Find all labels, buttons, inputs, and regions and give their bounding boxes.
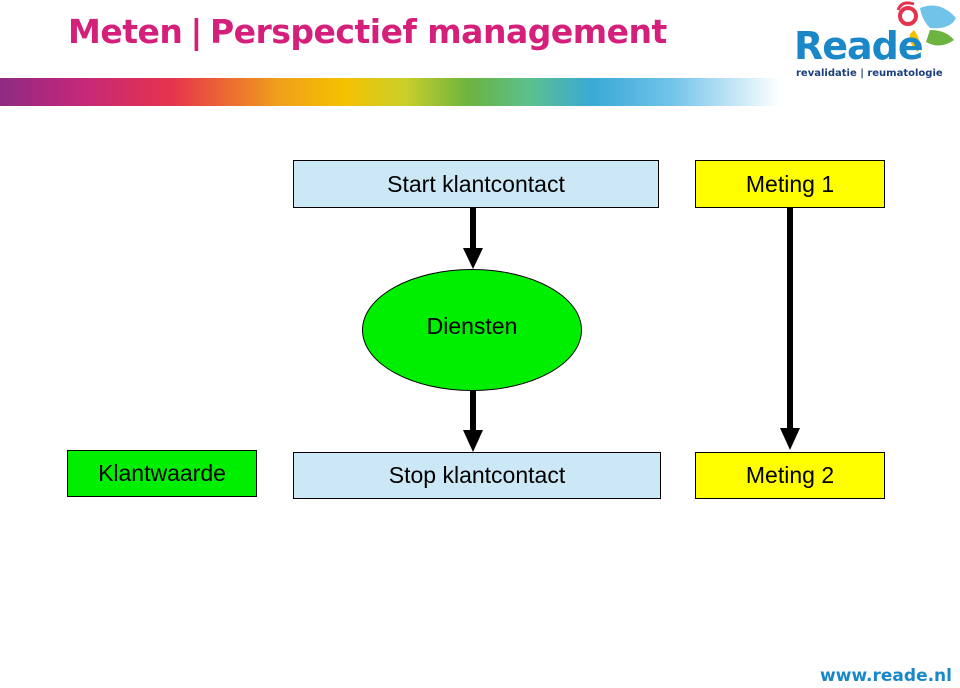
- diensten-label: Diensten: [426, 312, 518, 339]
- arrow-start-to-diensten: [463, 208, 483, 269]
- klantwaarde-label: Klantwaarde: [98, 460, 226, 486]
- klantwaarde-box: Klantwaarde: [67, 450, 257, 497]
- meting-2-box: Meting 2: [695, 452, 885, 499]
- meting-1-box: Meting 1: [695, 160, 885, 208]
- start-klantcontact-label: Start klantcontact: [387, 170, 565, 197]
- title-part-2: Perspectief management: [209, 12, 667, 51]
- logo-tagline: revalidatie | reumatologie: [796, 68, 943, 79]
- stop-klantcontact-label: Stop klantcontact: [388, 462, 566, 488]
- header-color-bar: [0, 78, 780, 106]
- title-part-1: Meten: [68, 12, 183, 51]
- logo-word: Reade: [794, 24, 924, 68]
- diensten-ellipse: Diensten: [362, 269, 582, 391]
- start-klantcontact-box: Start klantcontact: [293, 160, 659, 208]
- title-separator: |: [190, 12, 202, 51]
- footer-url[interactable]: www.reade.nl: [820, 666, 952, 686]
- meting-1-label: Meting 1: [745, 170, 835, 197]
- reade-logo: Reade revalidatie | reumatologie: [790, 0, 960, 88]
- arrow-diensten-to-stop: [463, 391, 483, 452]
- logo-swirl-icon: [896, 1, 956, 52]
- slide-title: Meten|Perspectief management: [68, 12, 667, 51]
- meting-2-label: Meting 2: [745, 462, 835, 488]
- arrow-meting1-to-meting2: [780, 208, 800, 450]
- stop-klantcontact-box: Stop klantcontact: [293, 452, 661, 499]
